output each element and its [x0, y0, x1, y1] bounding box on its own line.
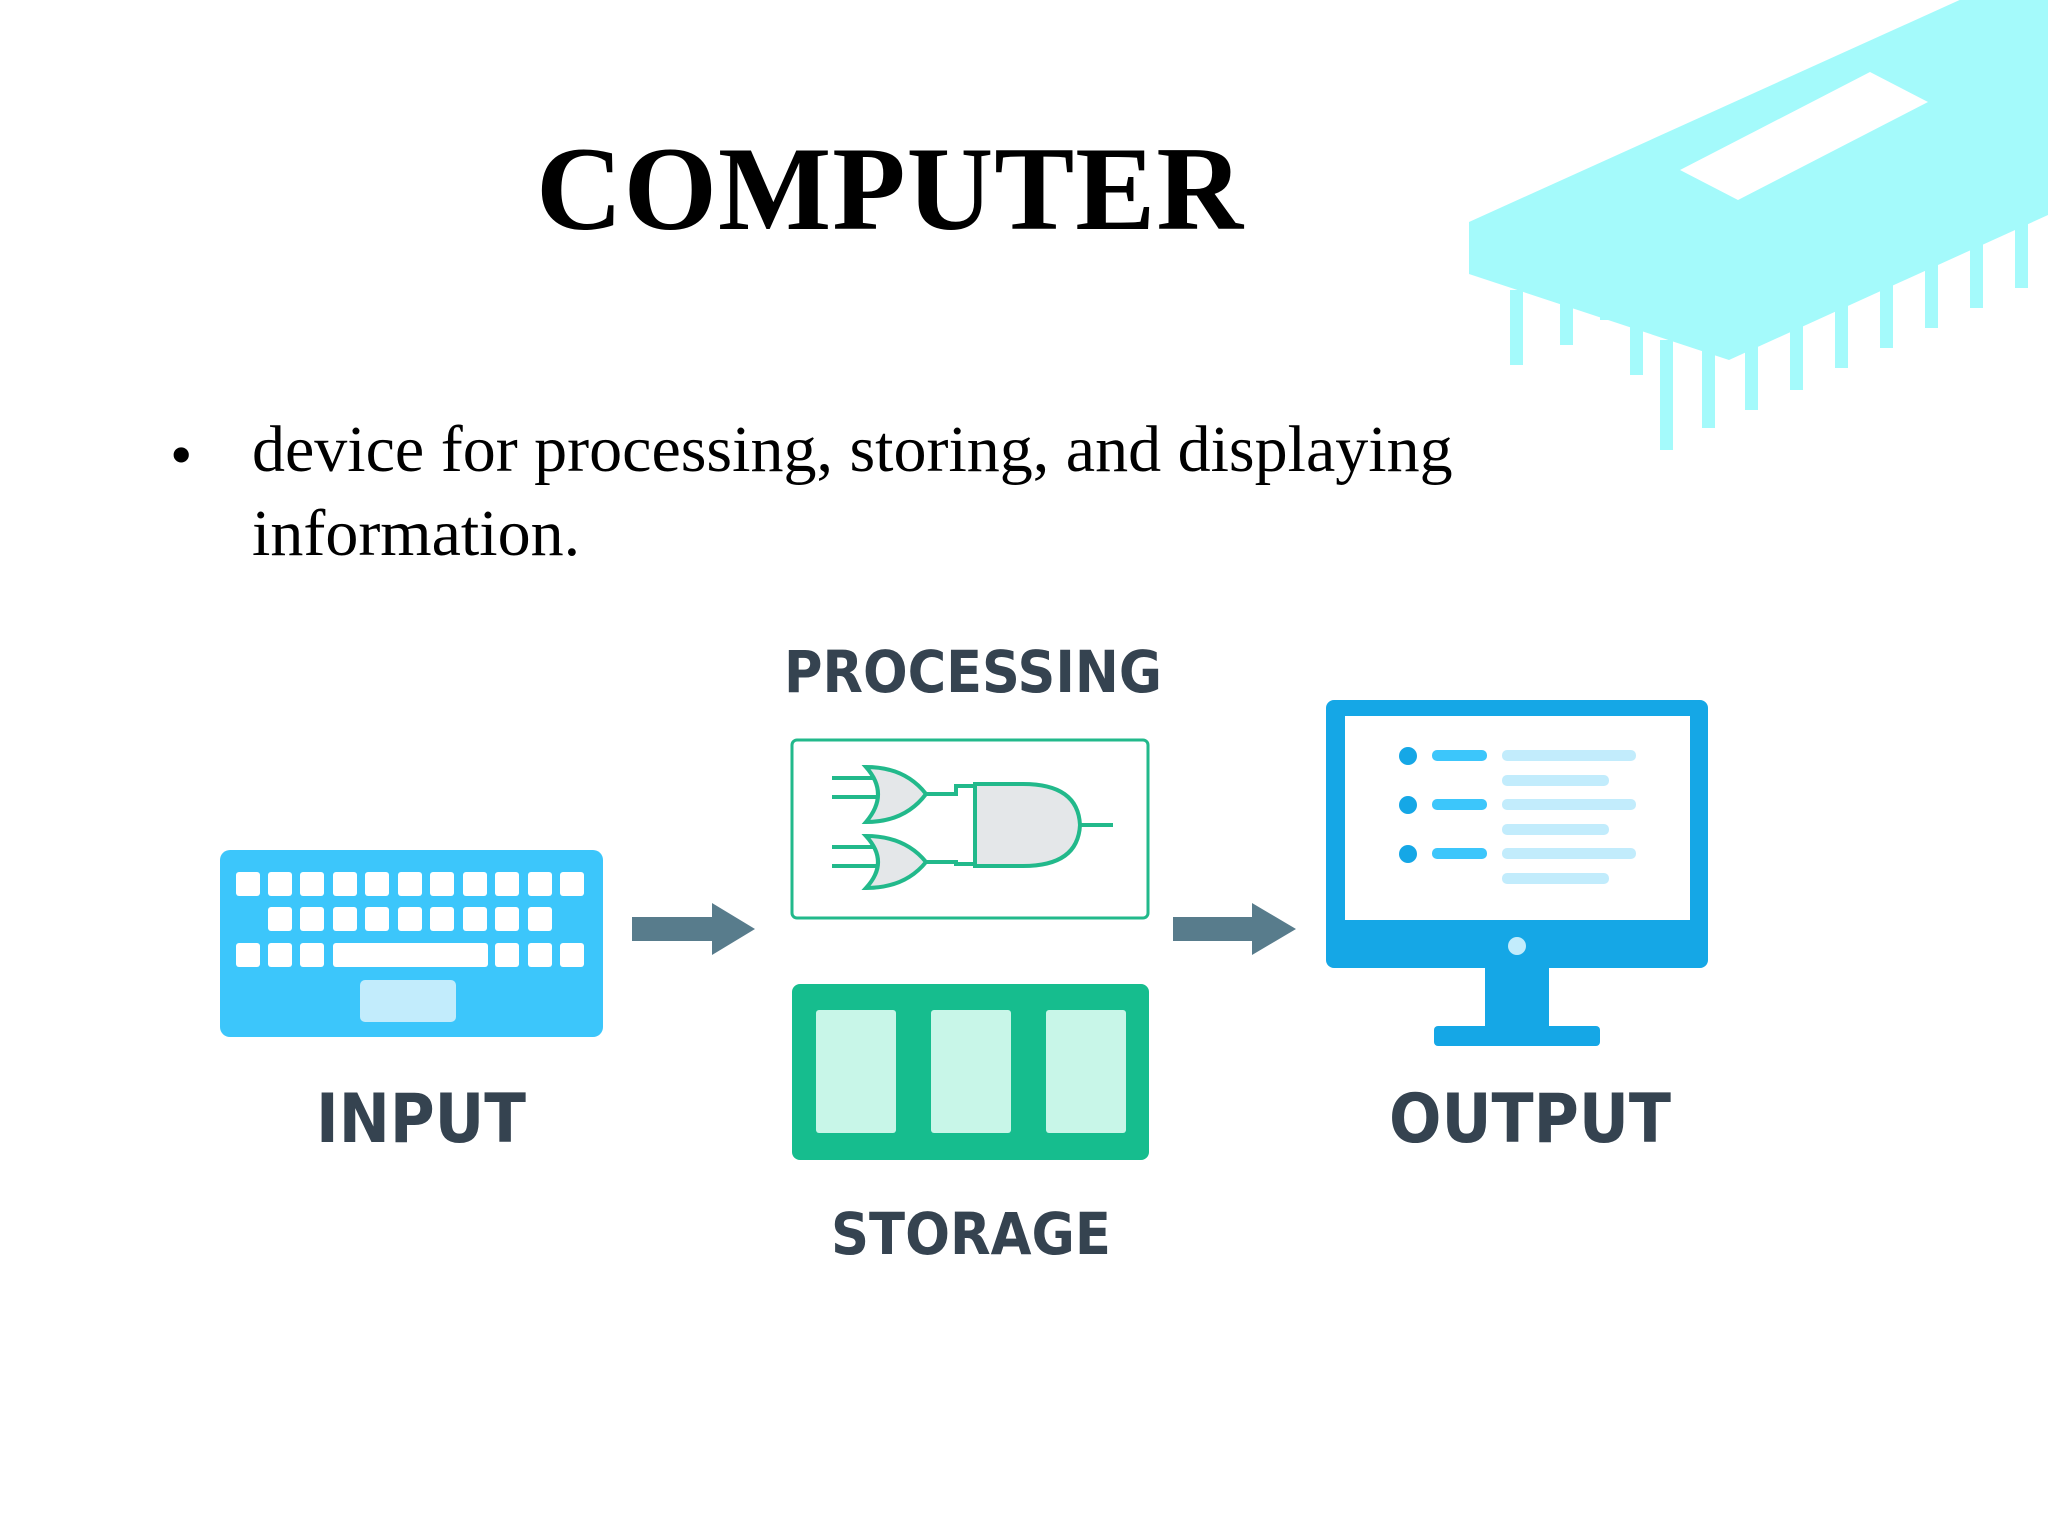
- output-label: OUTPUT: [1389, 1080, 1672, 1159]
- storage-label: STORAGE: [831, 1200, 1111, 1268]
- arrow-right-icon: [632, 903, 755, 955]
- chip-icon: [1469, 0, 2048, 450]
- logic-gates-icon: [790, 738, 1150, 920]
- monitor-icon: [1326, 700, 1708, 1046]
- input-label: INPUT: [316, 1080, 527, 1159]
- bullet-icon: •: [170, 419, 193, 490]
- memory-icon: [792, 984, 1149, 1160]
- arrow-right-icon: [1173, 903, 1296, 955]
- keyboard-icon: [220, 850, 603, 1037]
- processing-label: PROCESSING: [784, 638, 1162, 706]
- slide-title: COMPUTER: [536, 122, 1244, 255]
- bullet-text: device for processing, storing, and disp…: [252, 413, 1453, 570]
